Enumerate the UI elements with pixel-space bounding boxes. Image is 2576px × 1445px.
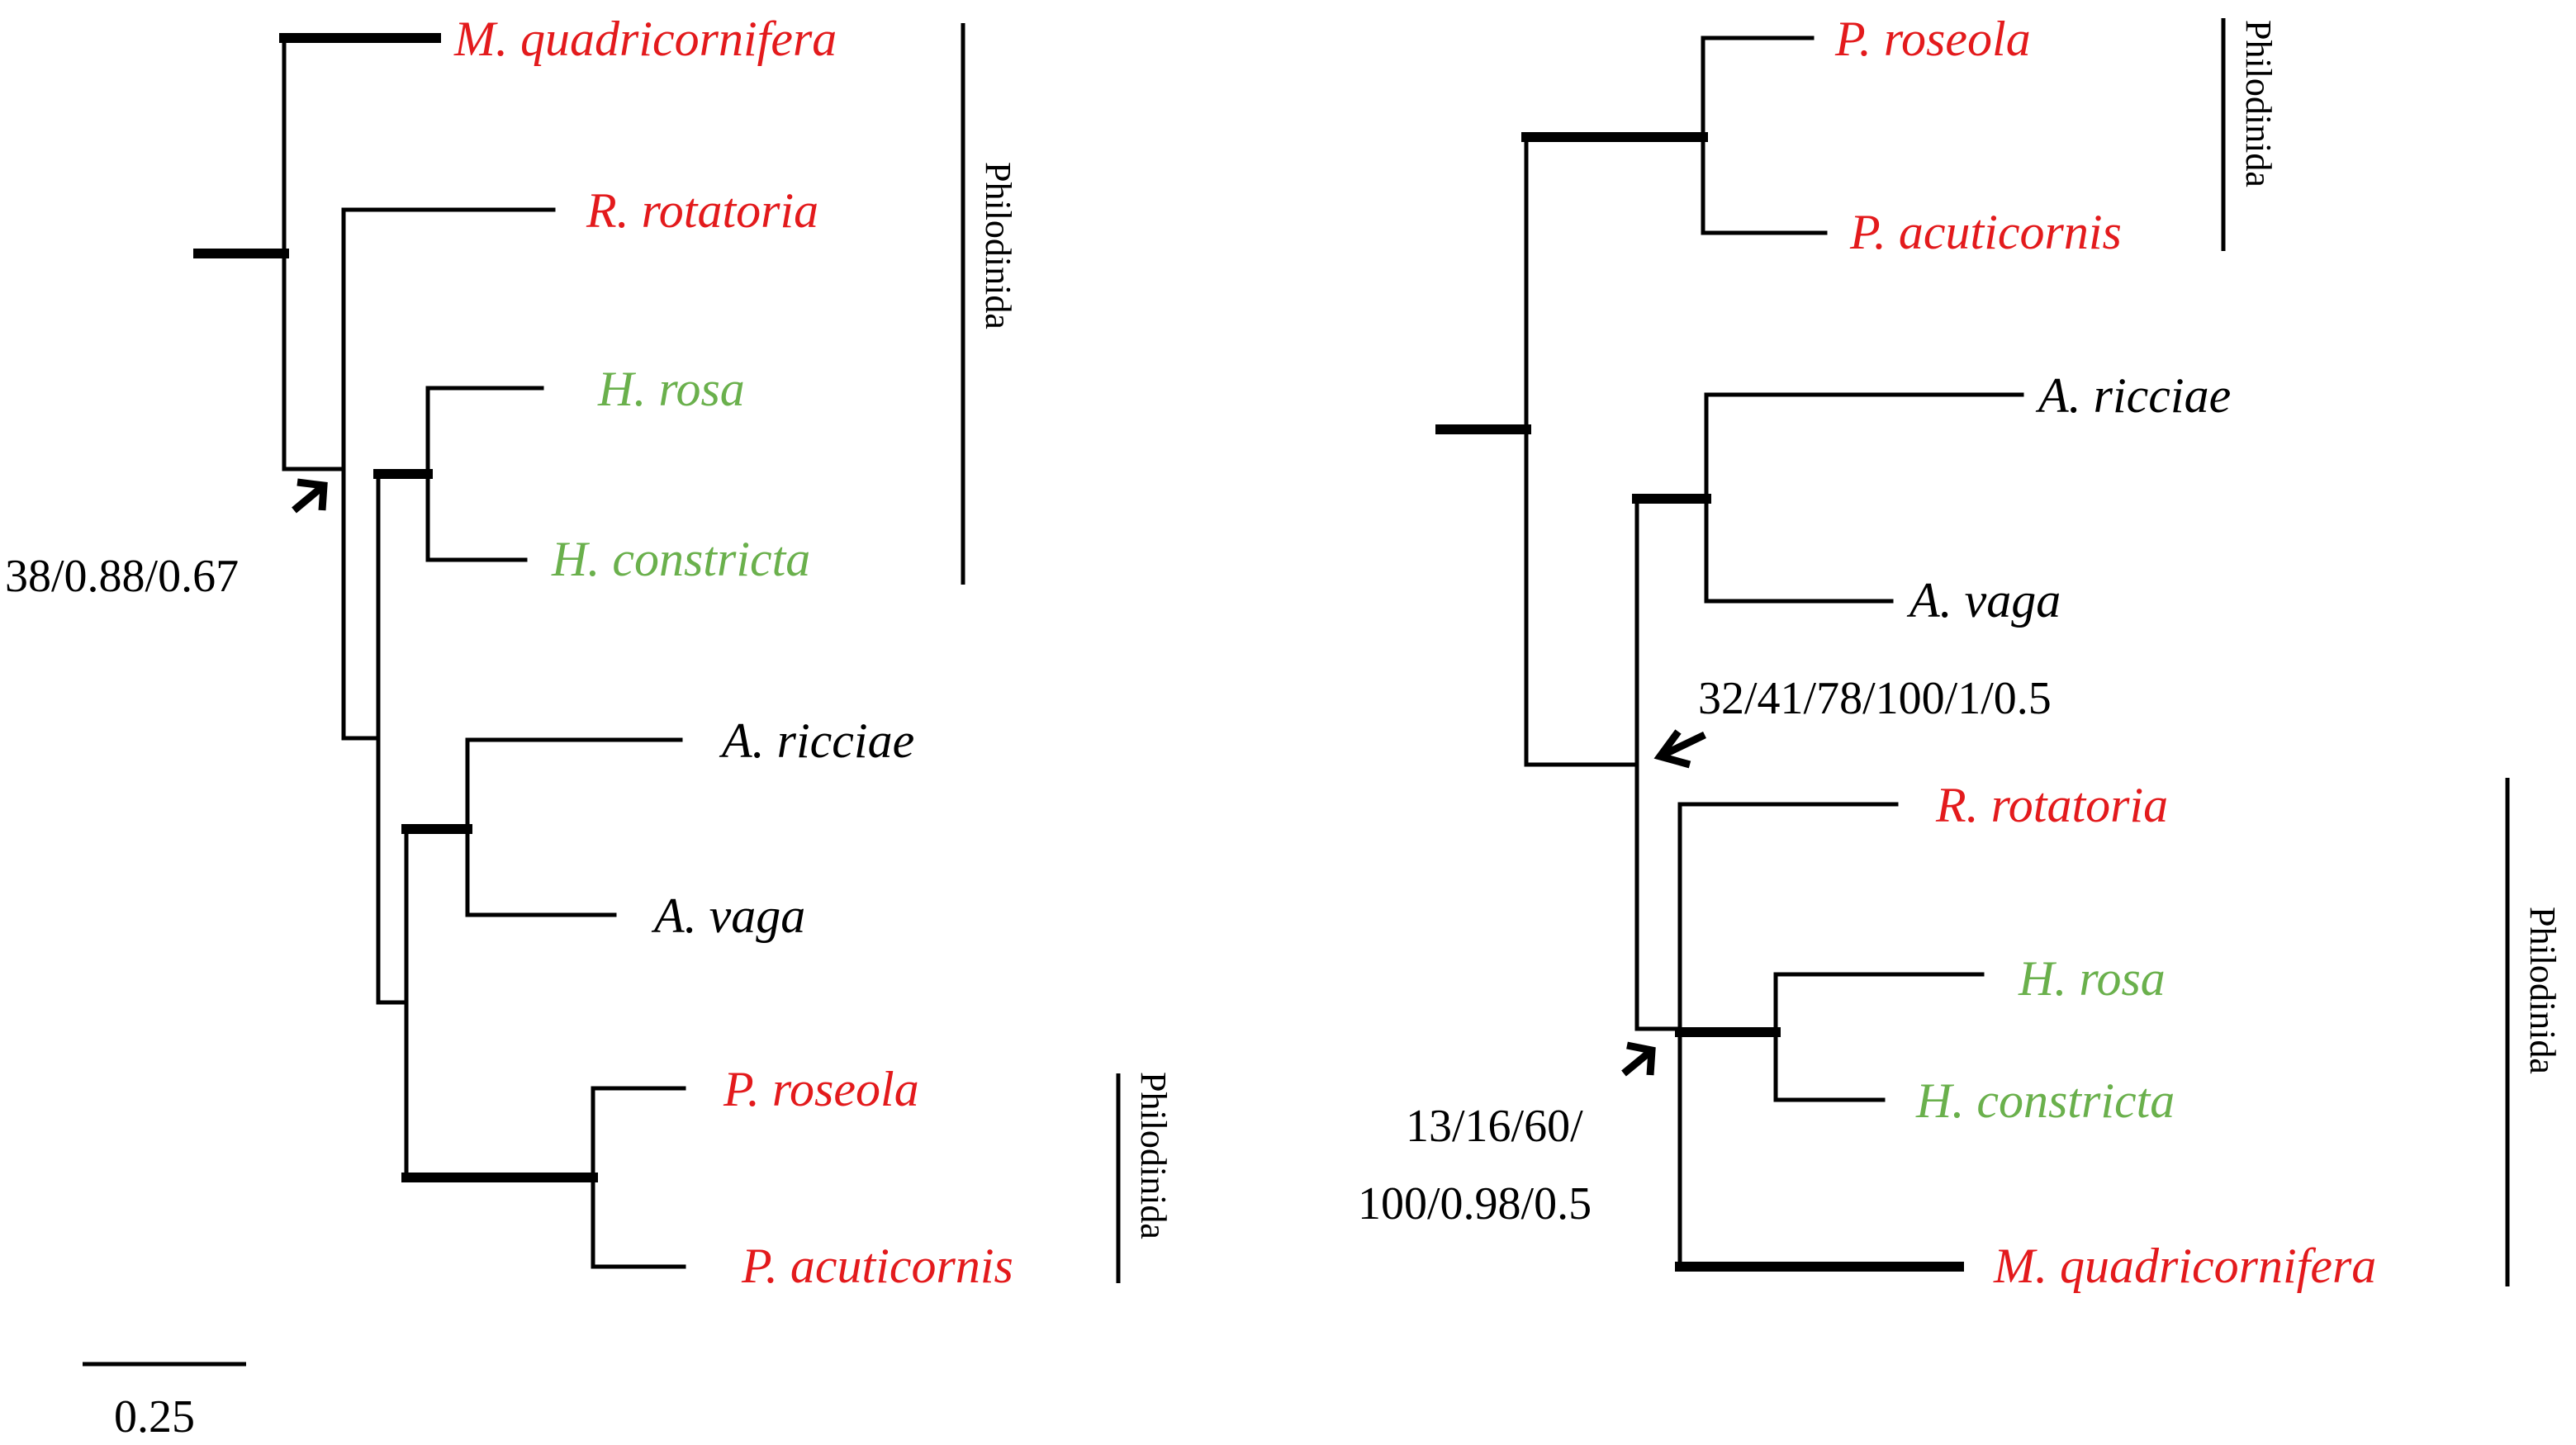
scale-bar: 0.25 (83, 1362, 246, 1443)
right-support-label-upper: 32/41/78/100/1/0.5 (1698, 673, 2052, 724)
left-taxon-a-ricciae: A. ricciae (719, 713, 914, 768)
right-taxon-a-vaga: A. vaga (1906, 573, 2061, 628)
right-taxon-h-constricta: H. constricta (1915, 1073, 2175, 1128)
right-tree: P. roseola P. acuticornis A. ricciae A. … (1358, 12, 2563, 1293)
right-taxon-p-roseola: P. roseola (1834, 12, 2031, 66)
right-taxon-p-acuticornis: P. acuticornis (1849, 205, 2122, 259)
left-taxon-h-rosa: H. rosa (597, 362, 745, 416)
left-taxon-r-rotatoria: R. rotatoria (586, 183, 818, 238)
right-taxon-m-quadricornifera: M. quadricornifera (1993, 1239, 2376, 1293)
scale-bar-label: 0.25 (114, 1391, 195, 1443)
left-taxon-p-acuticornis: P. acuticornis (741, 1239, 1013, 1293)
right-taxon-r-rotatoria: R. rotatoria (1935, 778, 2168, 832)
left-taxon-m-quadricornifera: M. quadricornifera (453, 12, 837, 66)
right-support-label-lower-line2: 100/0.98/0.5 (1358, 1178, 1592, 1229)
right-taxon-a-ricciae: A. ricciae (2035, 368, 2231, 423)
right-support-arrow-lower (1621, 1041, 1656, 1077)
right-support-arrow-upper (1653, 729, 1706, 769)
right-clade-label-lower: Philodinida (2522, 907, 2563, 1074)
left-clade-label-lower: Philodinida (1133, 1072, 1174, 1239)
right-taxon-h-rosa: H. rosa (2018, 951, 2166, 1006)
left-taxon-h-constricta: H. constricta (551, 532, 810, 586)
left-support-arrow (292, 478, 328, 514)
left-clade-label-upper: Philodinida (978, 162, 1018, 329)
left-support-label: 38/0.88/0.67 (5, 551, 239, 602)
left-tree: M. quadricornifera R. rotatoria H. rosa … (5, 12, 1174, 1293)
left-taxon-a-vaga: A. vaga (651, 888, 805, 943)
left-taxon-p-roseola: P. roseola (723, 1062, 919, 1116)
right-clade-label-upper: Philodinida (2238, 20, 2279, 187)
right-support-label-lower-line1: 13/16/60/ (1406, 1101, 1583, 1152)
